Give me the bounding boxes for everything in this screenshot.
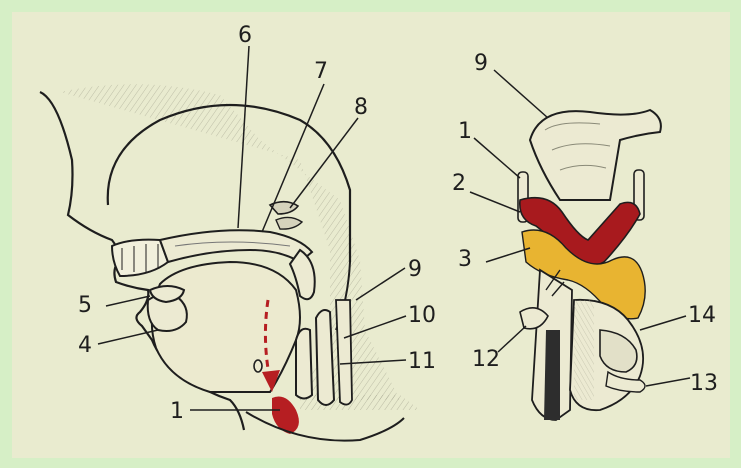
label-10: 10 xyxy=(408,303,436,328)
sagittal-head-section: 6 7 8 9 5 4 10 11 1 xyxy=(40,23,436,441)
upper-jaw xyxy=(112,240,168,276)
neck-outline xyxy=(246,412,404,441)
esophagus-highlight xyxy=(272,397,299,435)
label-7: 7 xyxy=(314,59,328,84)
label-9-right: 9 xyxy=(474,51,488,76)
label-3: 3 xyxy=(458,247,472,272)
column-shading xyxy=(574,300,594,400)
larynx-column xyxy=(316,310,334,405)
label-1-left: 1 xyxy=(170,399,184,424)
esophagus-dark xyxy=(544,330,560,420)
larynx-posterior-view: 9 1 2 3 14 12 13 xyxy=(452,51,718,420)
epiglottis xyxy=(296,329,312,399)
label-13: 13 xyxy=(690,371,718,396)
label-12: 12 xyxy=(472,347,500,372)
label-6: 6 xyxy=(238,23,252,48)
label-8: 8 xyxy=(354,95,368,120)
label-4: 4 xyxy=(78,333,92,358)
label-11: 11 xyxy=(408,349,436,374)
label-14: 14 xyxy=(688,303,716,328)
label-5: 5 xyxy=(78,293,92,318)
label-9-left: 9 xyxy=(408,257,422,282)
label-2: 2 xyxy=(452,171,466,196)
nasal-turbinate-lower xyxy=(276,217,302,229)
label-1-right: 1 xyxy=(458,119,472,144)
